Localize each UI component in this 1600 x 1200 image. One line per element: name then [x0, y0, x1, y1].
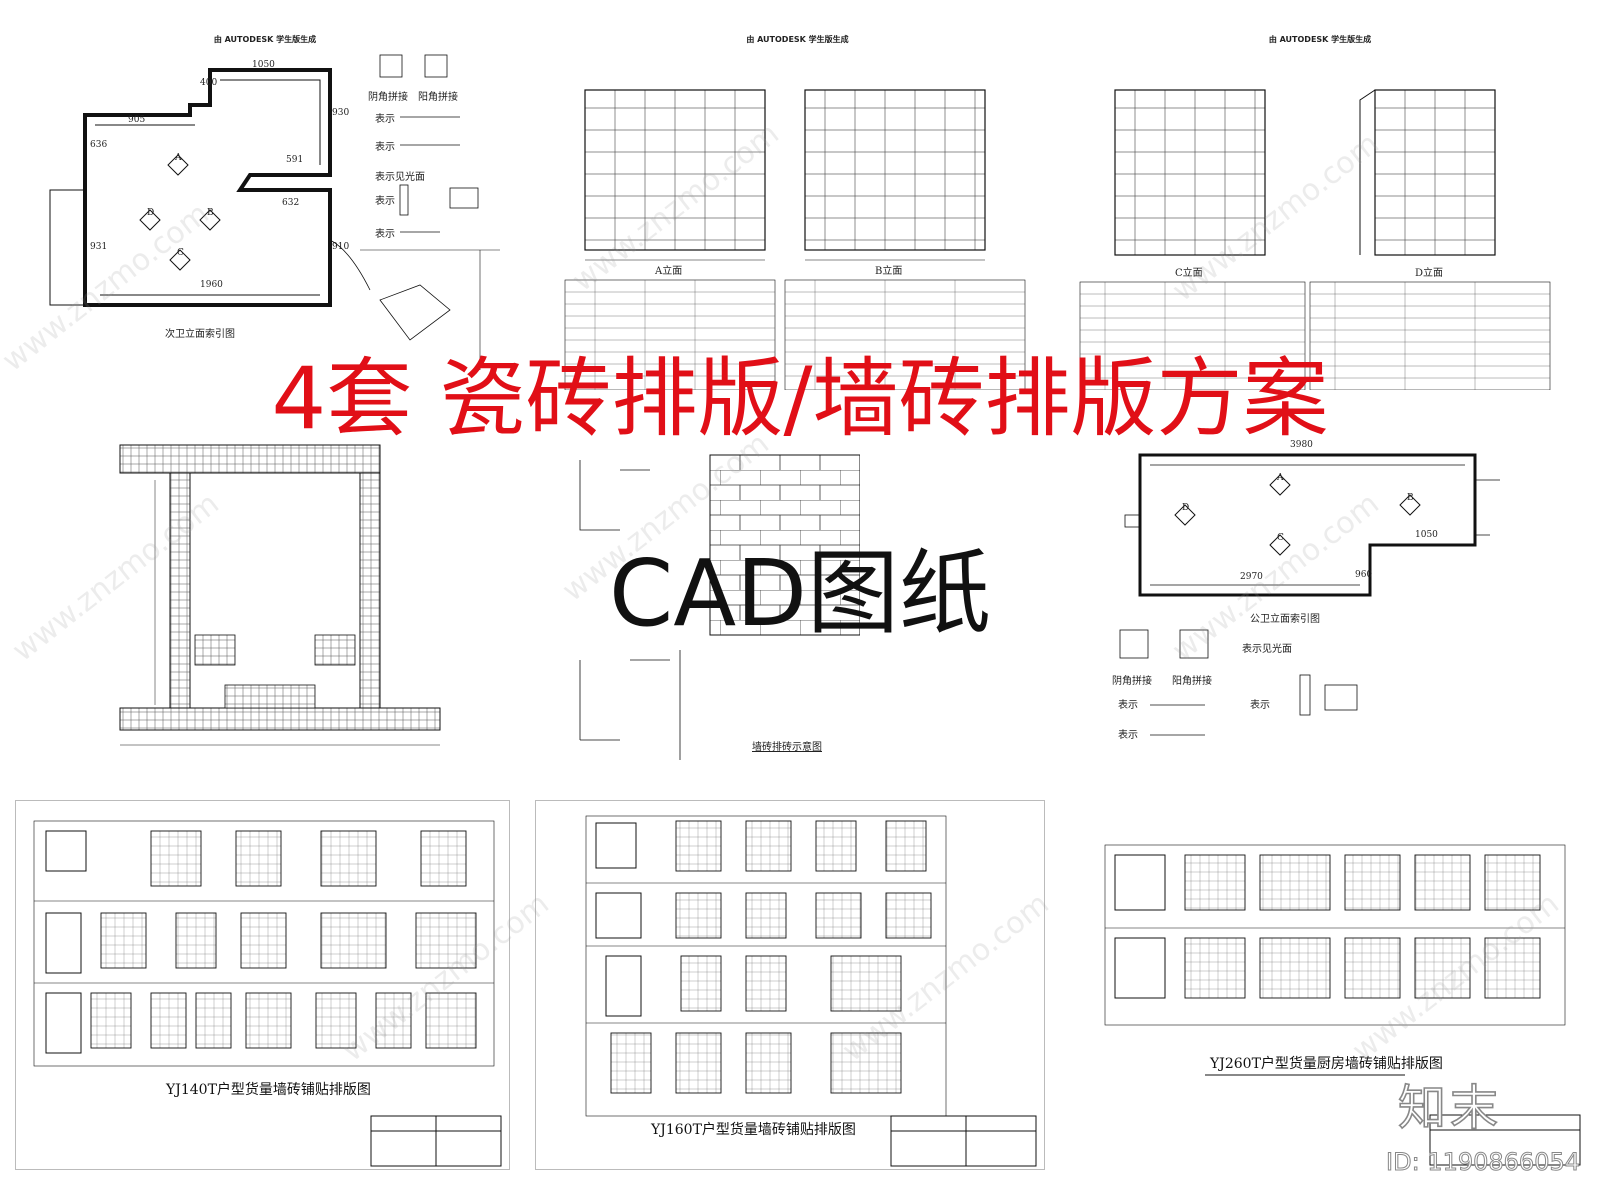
legend-show-3: 表示: [375, 196, 395, 207]
sheet-f-caption: 公卫立面索引图: [1250, 614, 1320, 625]
floor-plan-drawing: [119, 444, 441, 746]
dim-960: 960: [1355, 570, 1373, 580]
legend-show-4: 表示: [375, 229, 395, 240]
corner-in-label: 阴角拼接: [368, 92, 408, 103]
dim-3980: 3980: [1290, 440, 1313, 450]
yj160t-drawing: [585, 815, 1037, 1167]
sheet-elevation-ab: 由 AUTODESK 学生版生成 A立面 B: [555, 20, 1040, 390]
sheet-yj140t: YJ140T户型货量墙砖铺贴排版图: [15, 800, 510, 1170]
brick-pattern-drawing: [579, 454, 860, 760]
subheadline: CAD图纸: [608, 540, 992, 647]
marker-d: D: [147, 208, 155, 218]
bathroom-plan-drawing: [49, 54, 500, 370]
marker-b: B: [1407, 493, 1414, 503]
marker-b: B: [207, 208, 214, 218]
id-label: ID: 1190866054: [1386, 1148, 1581, 1177]
corner-out-label: 阳角拼接: [1172, 676, 1212, 687]
yj140t-drawing: [33, 820, 502, 1167]
elevation-ab-drawing: [564, 89, 1026, 390]
sheet-public-bath-index: A B D C 3980 2970 1050 960 公卫立面索引图 阴角拼接 …: [1090, 400, 1560, 790]
elevation-d-label: D立面: [1415, 268, 1444, 279]
dim-931: 931: [90, 242, 108, 252]
legend-show-1: 表示: [1118, 700, 1138, 711]
autodesk-header: 由 AUTODESK 学生版生成: [213, 35, 317, 44]
dim-1960: 1960: [200, 280, 223, 290]
legend-show-light: 表示见光面: [1242, 644, 1292, 655]
sheet-floor-plan: [115, 440, 450, 760]
corner-in-label: 阴角拼接: [1112, 676, 1152, 687]
legend-show-2: 表示: [375, 142, 395, 153]
autodesk-header: 由 AUTODESK 学生版生成: [746, 35, 849, 44]
marker-c: C: [177, 248, 184, 258]
sheet-e-caption: 墙砖排砖示意图: [752, 742, 822, 753]
headline: 4套 瓷砖排版/墙砖排版方案: [271, 349, 1329, 449]
elevation-a-label: A立面: [655, 266, 683, 277]
public-bath-plan-drawing: [1119, 453, 1500, 736]
marker-a: A: [1277, 473, 1284, 483]
legend-show-3: 表示: [1250, 700, 1270, 711]
yj260t-drawing: [1104, 844, 1581, 1166]
elevation-b-label: B立面: [875, 266, 903, 277]
marker-d: D: [1182, 503, 1190, 513]
marker-a: A: [175, 153, 182, 163]
sheet-bathroom-index: 由 AUTODESK 学生版生成 A D B C 1050 905: [30, 20, 500, 370]
autodesk-header: 由 AUTODESK 学生版生成: [1268, 35, 1372, 44]
legend-show-light: 表示见光面: [375, 172, 425, 183]
sheet-a-caption: 次卫立面索引图: [165, 329, 235, 340]
legend-show-2: 表示: [1118, 730, 1138, 741]
marker-c: C: [1277, 533, 1284, 543]
sheet-h-caption: YJ160T户型货量墙砖铺贴排版图: [651, 1122, 856, 1138]
sheet-g-caption: YJ140T户型货量墙砖铺贴排版图: [166, 1082, 371, 1098]
dim-400: 400: [200, 78, 218, 88]
dim-910: 910: [332, 242, 350, 252]
brand-logo: 知末: [1397, 1079, 1502, 1137]
dim-930: 930: [332, 108, 350, 118]
sheet-yj160t: YJ160T户型货量墙砖铺贴排版图: [535, 800, 1045, 1170]
sheet-tile-layout-sketch: 墙砖排砖示意图: [560, 440, 860, 760]
elevation-c-label: C立面: [1175, 268, 1203, 279]
dim-1050: 1050: [252, 60, 275, 70]
dim-591: 591: [286, 155, 304, 165]
dim-2970: 2970: [1240, 572, 1263, 582]
corner-out-label: 阳角拼接: [418, 92, 458, 103]
sheet-yj260t: YJ260T户型货量厨房墙砖铺贴排版图: [1065, 800, 1585, 1170]
sheet-i-caption: YJ260T户型货量厨房墙砖铺贴排版图: [1210, 1056, 1443, 1072]
dim-632: 632: [282, 198, 300, 208]
dim-1050: 1050: [1415, 530, 1438, 540]
dim-905: 905: [128, 115, 146, 125]
sheet-elevation-cd: 由 AUTODESK 学生版生成 C立面 D立面: [1075, 20, 1565, 390]
dim-636: 636: [90, 140, 108, 150]
legend-show-1: 表示: [375, 114, 395, 125]
elevation-cd-drawing: [1079, 89, 1551, 390]
